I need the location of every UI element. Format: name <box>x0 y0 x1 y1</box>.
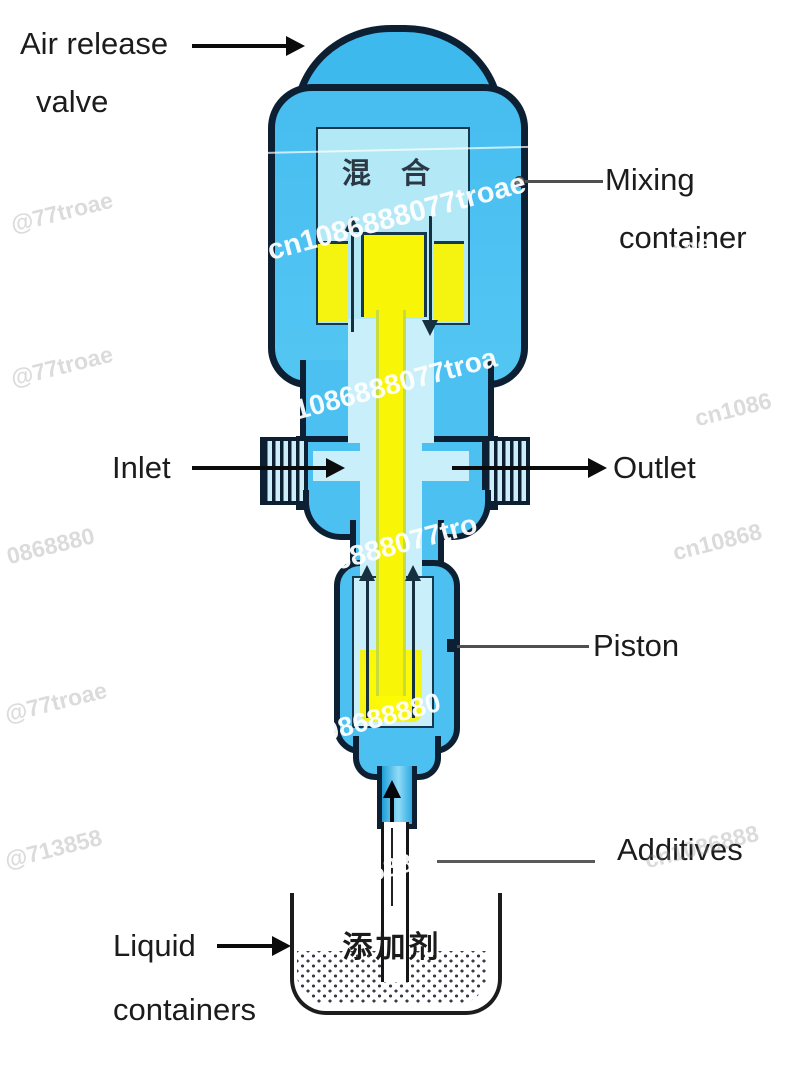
chamber-up-arrow-head <box>344 216 360 232</box>
suction-up-arrow <box>390 798 394 822</box>
additives-leader-line <box>437 860 595 863</box>
liquid-arrow-head <box>272 936 291 956</box>
chamber-down-arrow-head <box>422 320 438 336</box>
mixing-chamber-chinese-label: 混 合 <box>341 156 441 190</box>
outlet-arrow-head <box>588 458 607 478</box>
watermark-text-faint: @77troae <box>8 340 116 392</box>
piston-up-arrow-right-head <box>405 565 421 581</box>
yellow-column-left <box>318 241 348 322</box>
yellow-column-right <box>434 241 464 322</box>
piston-label: Piston <box>593 628 680 663</box>
yellow-column-center <box>361 232 427 317</box>
inlet-label: Inlet <box>112 450 171 485</box>
piston-leader-dot <box>447 639 458 652</box>
mixing-leader-dot <box>514 176 525 187</box>
piston-leader-line <box>457 645 589 648</box>
chamber-up-arrow <box>351 230 354 332</box>
watermark-text-faint: cn10868 <box>670 518 765 566</box>
piston-up-arrow-left-head <box>359 565 375 581</box>
outlet-label: Outlet <box>613 450 696 485</box>
inlet-arrow-head <box>326 458 345 478</box>
suction-up-arrow-head <box>383 780 401 798</box>
liquid-containers-label-line1: Liquid <box>113 928 196 963</box>
watermark-text-faint: @77troae <box>2 676 110 728</box>
liquid-containers-label-line2: containers <box>113 992 257 1027</box>
air-release-label-line1: Air release <box>20 26 169 61</box>
outlet-fitting <box>482 437 530 505</box>
air-release-arrow-line <box>192 44 288 48</box>
watermark-text-faint: @713858 <box>2 824 105 874</box>
liquid-arrow-line <box>217 944 275 948</box>
mixing-container-label-line1: Mixing <box>605 162 695 197</box>
piston-up-arrow-right <box>412 580 415 718</box>
additive-chinese-label: 添加剂 <box>342 930 442 965</box>
suction-tube-inner-line <box>391 828 393 906</box>
air-release-arrow-head <box>286 36 305 56</box>
piston-up-arrow-left <box>366 580 369 718</box>
mixing-container-label-line2: container <box>619 220 747 255</box>
inlet-fitting <box>260 437 308 505</box>
watermark-text-faint: cn1086 <box>692 387 774 432</box>
suction-tube <box>381 822 409 982</box>
additives-label: Additives <box>617 832 743 867</box>
watermark-text-faint: 0868880 <box>4 522 98 570</box>
outlet-arrow-line <box>452 466 590 470</box>
air-release-label-line2: valve <box>36 84 109 119</box>
watermark-text-faint: @77troae <box>8 186 116 238</box>
inlet-arrow-line <box>192 466 330 470</box>
chamber-down-arrow <box>429 216 432 322</box>
mixing-leader-line <box>521 180 603 183</box>
yellow-center-stem <box>376 310 406 696</box>
